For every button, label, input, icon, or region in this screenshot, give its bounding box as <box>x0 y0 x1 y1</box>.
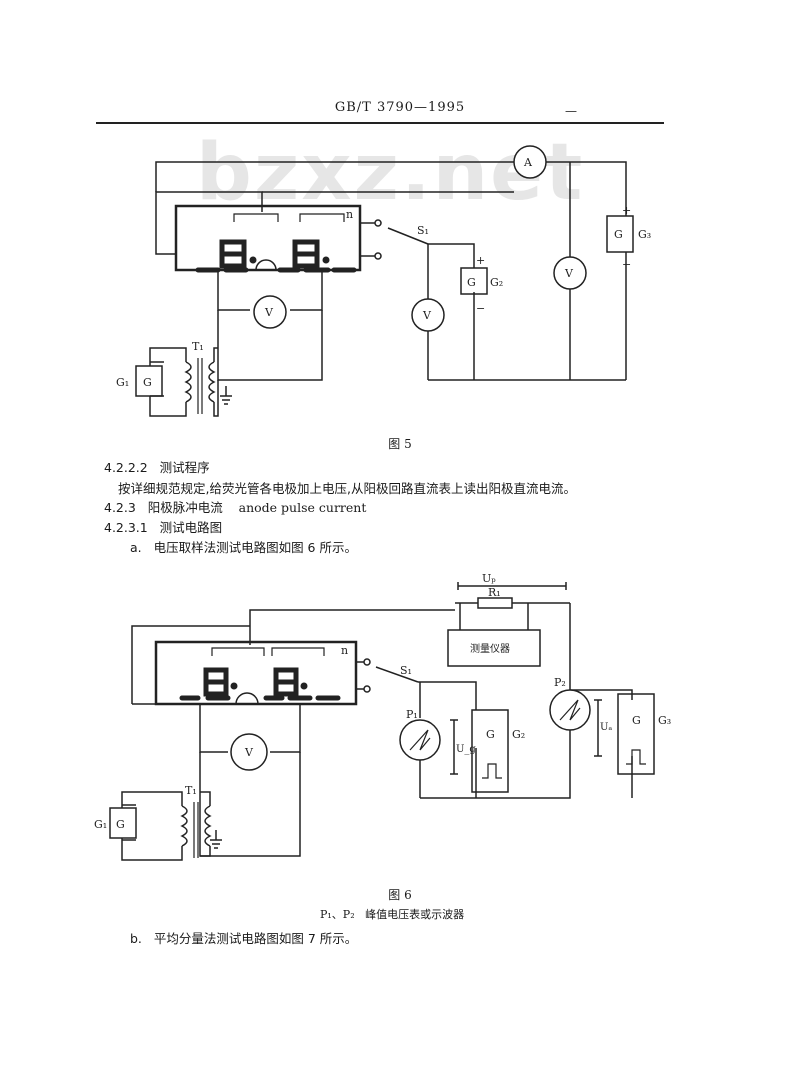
section-4231-title: 测试电路图 <box>159 520 223 535</box>
paragraph-1: 按详细规范规定,给荧光管各电极加上电压,从阳极回路直流表上读出阳极直流电流。 <box>118 481 576 496</box>
switch-label-2: S₁ <box>400 664 412 677</box>
g2-generator-box <box>471 709 509 793</box>
display-digits <box>195 239 357 273</box>
voltmeter-filament-label: V <box>264 306 274 319</box>
g2-box-label: G <box>467 276 476 289</box>
figure-6-caption: 图 6 <box>388 888 412 902</box>
instrument-label: 测量仪器 <box>470 642 510 655</box>
g2-source-box <box>460 267 488 295</box>
section-4222-number: 4.2.2.2 <box>104 460 148 475</box>
g3-minus: − <box>622 258 631 271</box>
p2-label: P₂ <box>554 676 566 689</box>
item-a: a. 电压取样法测试电路图如图 6 所示。 <box>130 537 357 556</box>
item-b-text: 平均分量法测试电路图如图 7 所示。 <box>153 931 358 946</box>
ammeter-label: A <box>523 156 533 169</box>
g2-label: G₂ <box>490 276 503 289</box>
section-423-english: anode pulse current <box>238 500 367 515</box>
g1-label: G₁ <box>116 376 129 389</box>
item-a-text: 电压取样法测试电路图如图 6 所示。 <box>153 540 357 555</box>
g2-label-2: G₂ <box>512 728 525 741</box>
g3-box-label: G <box>614 228 623 241</box>
ug-label: U_g <box>456 744 476 755</box>
g3-label-2: G₃ <box>658 714 671 727</box>
section-423-title: 阳极脉冲电流 <box>147 500 223 515</box>
header-rule <box>96 122 664 124</box>
ua-label: Uₐ <box>600 722 612 733</box>
figure-6-note-text: 峰值电压表或示波器 <box>365 908 465 921</box>
g3-source-box <box>606 215 634 253</box>
g2-minus: − <box>476 302 485 315</box>
transformer-label: T₁ <box>192 340 204 353</box>
anode-n-label-2: n <box>341 644 348 657</box>
g1-source-box <box>135 365 163 397</box>
display-digits-2 <box>179 667 341 701</box>
section-4222: 4.2.2.2 测试程序 <box>104 457 210 476</box>
voltmeter-label-2: V <box>244 746 254 759</box>
display-tube <box>174 204 362 272</box>
g1-box-label-2: G <box>116 818 125 831</box>
g3-plus: + <box>622 204 631 217</box>
item-b-letter: b. <box>130 931 142 946</box>
header-mark: — <box>565 104 577 118</box>
switch-label: S₁ <box>417 224 429 237</box>
figure-5-circuit: A V V V n S₁ G G₂ G G₃ G G₁ T₁ + − + − <box>116 145 651 417</box>
g3-label: G₃ <box>638 228 651 241</box>
section-4222-title: 测试程序 <box>159 460 210 475</box>
section-423: 4.2.3 阳极脉冲电流 anode pulse current <box>104 497 366 516</box>
section-4231: 4.2.3.1 测试电路图 <box>104 517 222 536</box>
g1-source-box-2 <box>109 807 137 839</box>
figure-5-caption: 图 5 <box>388 437 412 451</box>
instrument-box <box>447 629 541 667</box>
page-header: GB/T 3790—1995 <box>334 100 466 115</box>
p1-label: P₁ <box>406 708 418 721</box>
figure-6-note: P₁、P₂ 峰值电压表或示波器 <box>320 906 464 922</box>
r1-label: R₁ <box>488 586 501 599</box>
g1-label-2: G₁ <box>94 818 107 831</box>
display-tube-2 <box>154 640 358 706</box>
item-b: b. 平均分量法测试电路图如图 7 所示。 <box>130 928 357 947</box>
figure-6-note-symbols: P₁、P₂ <box>320 908 355 921</box>
g3-box-label-2: G <box>632 714 641 727</box>
section-423-number: 4.2.3 <box>104 500 136 515</box>
voltmeter-mid-label: V <box>422 309 432 322</box>
g1-box-label: G <box>143 376 152 389</box>
g2-plus: + <box>476 254 485 267</box>
figure-6-circuit: Uₚ R₁ 测量仪器 n S₁ P₁ P₂ U_g Uₐ G G₂ G G₃ V… <box>94 572 671 861</box>
section-4231-number: 4.2.3.1 <box>104 520 148 535</box>
up-label: Uₚ <box>482 572 496 585</box>
transformer-label-2: T₁ <box>185 784 197 797</box>
g2-box-label-2: G <box>486 728 495 741</box>
voltmeter-main-label: V <box>564 267 574 280</box>
g3-generator-box <box>617 693 655 775</box>
r1-resistor <box>477 597 513 609</box>
anode-n-label: n <box>346 208 353 221</box>
item-a-letter: a. <box>130 540 142 555</box>
